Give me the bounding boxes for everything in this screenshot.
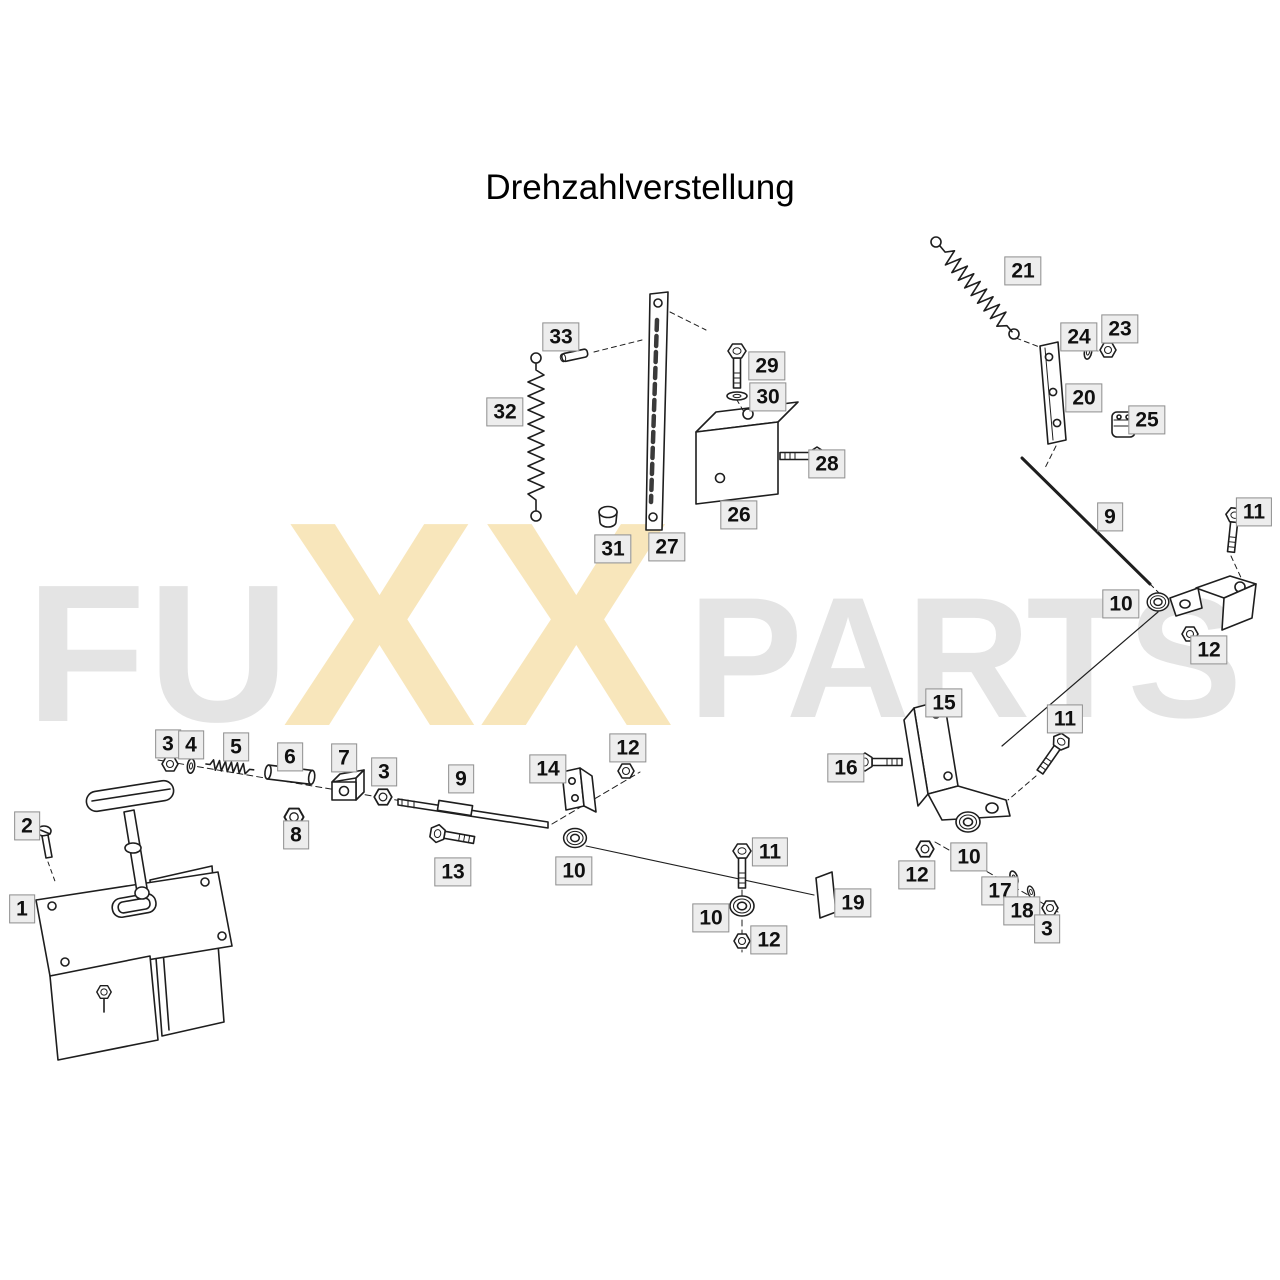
fastener-row-drawing	[157, 756, 409, 827]
page-title: Drehzahlverstellung	[485, 168, 795, 207]
washer-24-drawing	[1082, 343, 1094, 361]
bolt-11-top-right-drawing	[1221, 506, 1246, 583]
plate-19-drawing	[815, 871, 837, 919]
watermark-fu: FU	[26, 544, 292, 763]
grommet-chain-drawing	[562, 827, 837, 953]
bolt-11-mid-drawing	[1007, 729, 1074, 801]
bracket-15-drawing	[903, 699, 1011, 821]
screw-2-drawing	[36, 825, 57, 885]
swivel-bracket-right-drawing	[1001, 575, 1257, 747]
block-7-drawing	[331, 769, 365, 801]
throttle-console-drawing	[35, 779, 233, 1061]
rod-9-right-drawing	[1020, 456, 1163, 597]
nut-23-drawing	[1099, 342, 1117, 358]
bracket-14-drawing	[561, 763, 635, 813]
spring-21-drawing	[930, 236, 1043, 349]
mount-stack-right-drawing	[915, 811, 1059, 916]
bolt-16-drawing	[857, 752, 903, 772]
bolt-28-drawing	[779, 446, 825, 466]
washer-30-drawing	[732, 393, 742, 399]
bolt-29-drawing	[726, 343, 748, 401]
slotted-bar-27-drawing	[645, 291, 707, 531]
pin-33-drawing	[559, 339, 643, 363]
clamp-25-drawing	[1111, 411, 1136, 438]
strip-20-drawing	[1039, 341, 1099, 469]
rod-9-left-drawing	[397, 771, 641, 850]
cap-nut-31-drawing	[598, 505, 618, 528]
spring-32-drawing	[527, 352, 545, 522]
